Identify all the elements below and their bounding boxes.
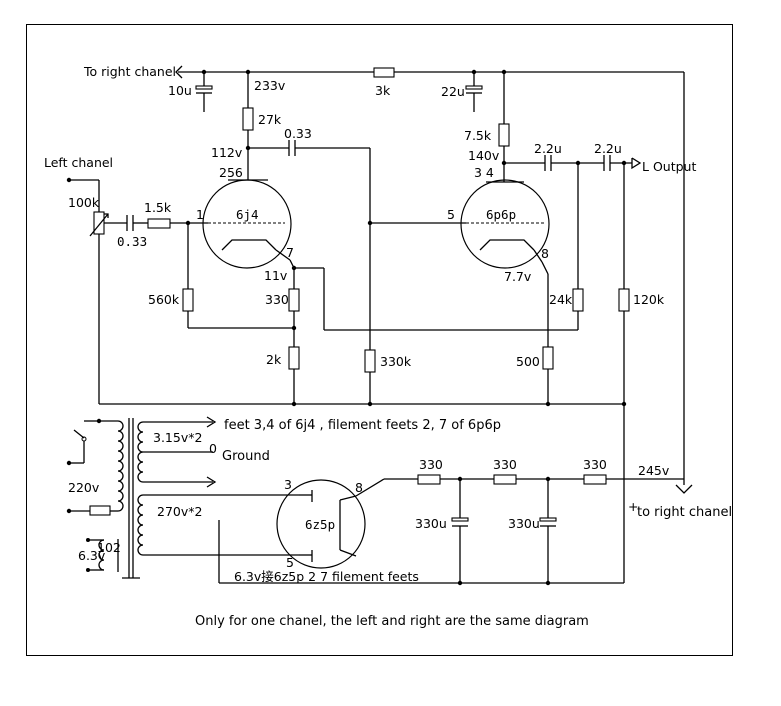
arrow-left-icon (175, 65, 183, 79)
labels: To right chanel 10u 233v 3k 22u 27k 0.33… (44, 64, 732, 629)
caption: Only for one chanel, the left and right … (195, 614, 589, 629)
label-330-f1: 330 (419, 457, 443, 472)
resistor-560k (182, 288, 194, 312)
label-pin-7: 7 (286, 245, 294, 260)
resistor-500 (542, 346, 554, 370)
label-tube-6p6p: 6p6p (486, 207, 516, 222)
label-7k5: 7.5k (464, 128, 492, 143)
tube-6j4-envelope (202, 179, 292, 269)
label-330u-2: 330u (508, 516, 540, 531)
label-330k: 330k (380, 354, 412, 369)
label-22u: 22u (441, 84, 465, 99)
label-1k5: 1.5k (144, 200, 172, 215)
label-feet-note: feet 3,4 of 6j4 , filement feets 2, 7 of… (224, 418, 501, 433)
cap-22u (465, 72, 483, 112)
label-330-f3: 330 (583, 457, 607, 472)
label-plus: + (628, 499, 638, 514)
label-233v: 233v (254, 78, 286, 93)
resistor-330-filter-3 (583, 474, 607, 485)
label-22u-b: 2.2u (594, 141, 622, 156)
label-27k: 27k (258, 112, 282, 127)
label-24k: 24k (549, 292, 573, 307)
label-220v: 220v (68, 480, 100, 495)
label-pins-256: 256 (219, 165, 243, 180)
filter-network (219, 474, 684, 586)
label-pin-1: 1 (196, 207, 204, 222)
resistor-1k5 (147, 218, 171, 229)
arrow-down-icon (675, 484, 693, 494)
cap-330u-1 (451, 517, 469, 522)
input-section (66, 177, 294, 404)
label-rect-pin-8: 8 (355, 480, 363, 495)
stage-6p6p (370, 72, 642, 583)
label-10u: 10u (168, 83, 192, 98)
label-22u-a: 2.2u (534, 141, 562, 156)
label-pins-34: 3 4 (474, 165, 494, 180)
label-to-right-bottom: to right chanel (637, 505, 732, 520)
label-112v: 112v (211, 145, 243, 160)
resistor-3k (373, 67, 395, 78)
resistor-120k (618, 288, 630, 312)
cap-10u (195, 72, 213, 112)
ground-bus (99, 401, 627, 407)
label-7v7: 7.7v (504, 269, 532, 284)
label-100k: 100k (68, 195, 100, 210)
label-left-chanel: Left chanel (44, 155, 113, 170)
label-pin-8: 8 (541, 246, 549, 261)
resistor-7k5 (498, 123, 510, 147)
label-rect-pin-5: 5 (286, 555, 294, 570)
resistor-330-filter-2 (493, 474, 517, 485)
power-transformer (66, 416, 299, 583)
label-245v: 245v (638, 463, 670, 478)
label-330-f2: 330 (493, 457, 517, 472)
label-rect-note: 6.3v接6z5p 2 7 filement feets (234, 569, 419, 584)
cap-330u-2 (539, 517, 557, 522)
label-tube-6z5p: 6z5p (305, 517, 335, 532)
label-zero: 0 (209, 441, 217, 456)
resistor-330k-group (364, 349, 376, 404)
label-pin-5: 5 (447, 207, 455, 222)
tube-6p6p-envelope (460, 179, 550, 269)
label-3k: 3k (375, 83, 391, 98)
label-63v: 6.3v (78, 548, 106, 563)
pot-100k (93, 211, 105, 235)
tube-6z5p-envelope (276, 479, 366, 569)
label-120k: 120k (633, 292, 665, 307)
label-315v: 3.15v*2 (153, 430, 202, 445)
label-rect-pin-3: 3 (284, 477, 292, 492)
resistor-27k (242, 107, 254, 131)
label-140v: 140v (468, 148, 500, 163)
stage-6j4 (202, 72, 373, 350)
label-output: L Output (642, 159, 696, 174)
label-560k: 560k (148, 292, 180, 307)
label-330-cathode: 330 (265, 292, 289, 307)
label-102: 102 (97, 540, 121, 555)
label-tube-6j4: 6j4 (236, 207, 259, 222)
label-270v: 270v*2 (157, 504, 202, 519)
cathode-network (288, 265, 579, 404)
label-500: 500 (516, 354, 540, 369)
resistor-330-cathode (288, 288, 300, 312)
fuse (89, 505, 111, 516)
label-11v: 11v (264, 268, 288, 283)
resistor-2k (288, 346, 300, 370)
label-033-in: 0.33 (117, 234, 147, 249)
top-rail (175, 65, 693, 494)
rectifier-6z5p (276, 478, 418, 569)
resistor-330-filter-1 (417, 474, 441, 485)
diagram-frame (26, 24, 733, 656)
label-to-right-top: To right chanel (83, 64, 176, 79)
label-ground: Ground (222, 449, 270, 464)
output-arrow-icon (631, 157, 642, 170)
label-330u-1: 330u (415, 516, 447, 531)
label-033-top: 0.33 (284, 126, 312, 141)
resistor-330k (364, 349, 376, 373)
label-2k: 2k (266, 352, 282, 367)
resistor-24k (572, 288, 584, 312)
